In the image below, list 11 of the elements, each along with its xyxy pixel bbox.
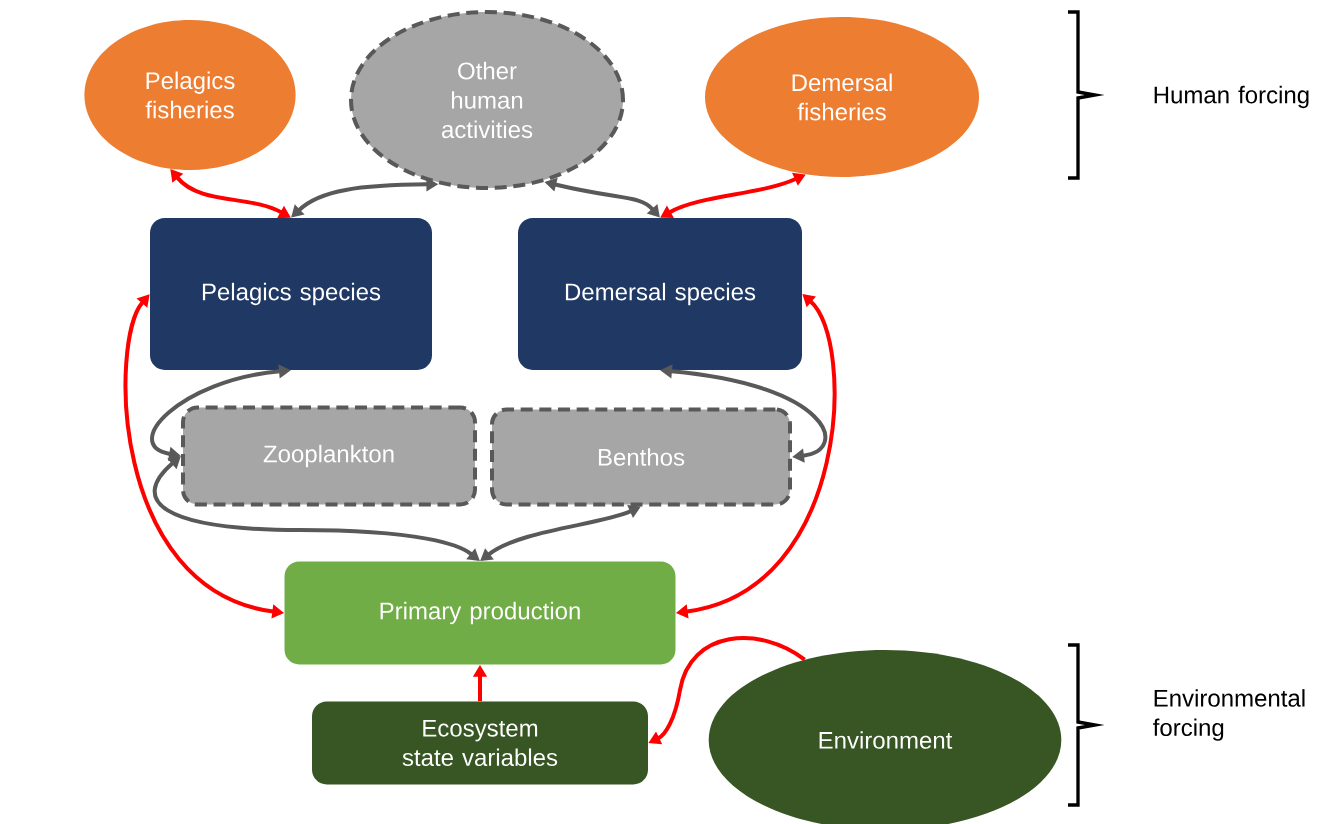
- rounded-box: Benthos: [490, 407, 792, 507]
- ellipse-node: Demersal fisheries: [705, 17, 979, 177]
- rounded-box: Zooplankton: [181, 405, 477, 507]
- bracket-label: Environmental forcing: [1153, 689, 1305, 741]
- rounded-box: Ecosystem state variables: [312, 701, 648, 785]
- ellipse-node: Other human activities: [349, 10, 625, 190]
- bracket-label: Human forcing: [1154, 85, 1309, 109]
- rounded-box: Demersal species: [518, 218, 802, 370]
- rounded-box: Pelagics species: [150, 218, 432, 370]
- ellipse-node: Pelagics fisheries: [84, 20, 296, 170]
- rounded-box: Primary production: [284, 561, 676, 665]
